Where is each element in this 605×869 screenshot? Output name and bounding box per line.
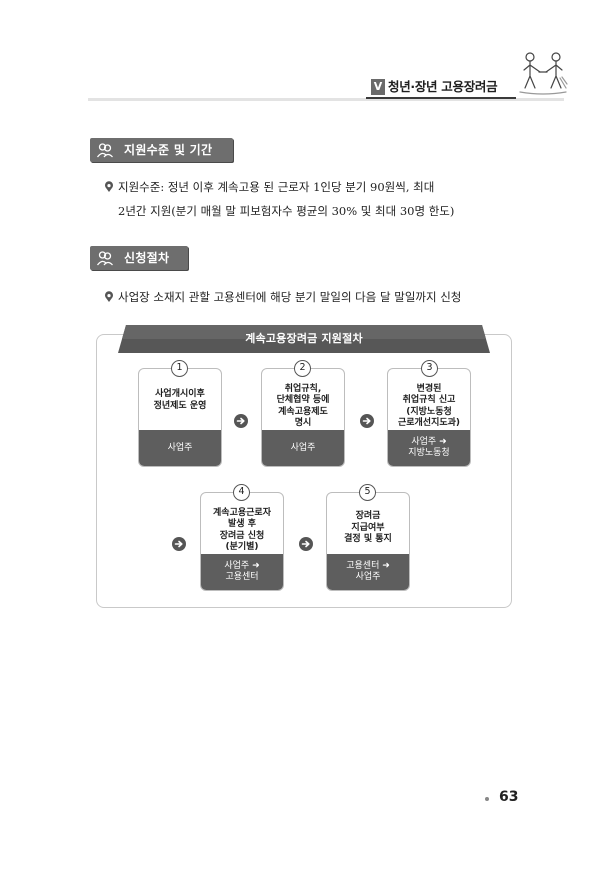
section-heading-procedure: 신청절차	[90, 246, 188, 270]
step-actor: 사업주	[262, 430, 344, 466]
step-description: 계속고용근로자 발생 후 장려금 신청 (분기별)	[213, 507, 271, 553]
diagram-title-banner	[118, 325, 490, 353]
step-card-3: 변경된 취업규칙 신고 (지방노동청 근로개선지도과) 사업주 ➜ 지방노동청	[387, 368, 471, 467]
arrow-right-icon	[234, 414, 248, 428]
page-number-dot	[485, 797, 489, 801]
support-level-line-2: 2년간 지원(분기 매월 말 피보험자수 평균의 30% 및 최대 30명 한도…	[118, 204, 455, 218]
step-description: 장려금 지급여부 결정 및 통지	[344, 511, 392, 545]
step-actor: 사업주	[139, 430, 221, 466]
chapter-badge: V	[371, 79, 385, 95]
step-card-5: 장려금 지급여부 결정 및 통지 고용센터 ➜ 사업주	[326, 492, 410, 591]
step-description: 취업규칙, 단체협약 등에 계속고용제도 명시	[276, 383, 330, 429]
procedure-line-1: 사업장 소재지 관할 고용센터에 해당 분기 말일의 다음 달 말일까지 신청	[118, 290, 462, 304]
step-number-5: 5	[359, 484, 376, 501]
arrow-right-icon	[299, 537, 313, 551]
step-number-4: 4	[233, 484, 250, 501]
support-level-line-1: 지원수준: 정년 이후 계속고용 된 근로자 1인당 분기 90원씩, 최대	[118, 180, 435, 194]
step-number-3: 3	[421, 360, 438, 377]
arrow-right-icon	[172, 537, 186, 551]
page-number: 63	[499, 789, 519, 805]
step-card-1: 사업개시이후 정년제도 운영 사업주	[138, 368, 222, 467]
step-description: 변경된 취업규칙 신고 (지방노동청 근로개선지도과)	[397, 383, 461, 429]
chapter-title: 청년·장년 고용장려금	[388, 79, 498, 94]
section-heading-text: 지원수준 및 기간	[124, 143, 213, 157]
header-rule-accent	[366, 97, 516, 99]
section-heading-text: 신청절차	[124, 251, 170, 265]
step-number-2: 2	[294, 360, 311, 377]
step-description: 사업개시이후 정년제도 운영	[153, 389, 207, 411]
diagram-title: 계속고용장려금 지원절차	[245, 332, 363, 345]
step-number-1: 1	[171, 360, 188, 377]
arrow-right-icon	[360, 414, 374, 428]
section-heading-support-level: 지원수준 및 기간	[90, 138, 233, 162]
people-illustration-icon	[519, 52, 568, 95]
header-rule	[88, 98, 564, 101]
people-icon	[96, 251, 113, 266]
step-actor: 사업주 ➜ 지방노동청	[388, 430, 470, 466]
location-pin-icon	[105, 181, 113, 192]
step-actor: 사업주 ➜ 고용센터	[201, 554, 283, 590]
step-card-2: 취업규칙, 단체협약 등에 계속고용제도 명시 사업주	[261, 368, 345, 467]
step-actor: 고용센터 ➜ 사업주	[327, 554, 409, 590]
location-pin-icon	[105, 291, 113, 302]
people-icon	[96, 143, 113, 158]
step-card-4: 계속고용근로자 발생 후 장려금 신청 (분기별) 사업주 ➜ 고용센터	[200, 492, 284, 591]
